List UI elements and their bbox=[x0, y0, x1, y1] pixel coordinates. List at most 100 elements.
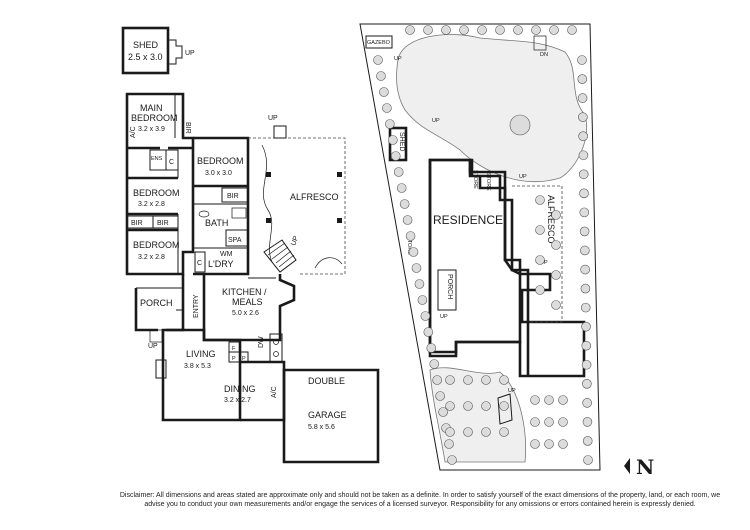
disclaimer-text: Disclaimer: All dimensions and areas sta… bbox=[119, 492, 721, 508]
tree-symbol bbox=[423, 327, 434, 337]
tree-symbol bbox=[578, 131, 588, 141]
tree-symbol bbox=[544, 417, 554, 427]
tree-symbol bbox=[385, 119, 395, 129]
tree-symbol bbox=[567, 25, 577, 35]
tree-symbol bbox=[544, 395, 554, 405]
wm-label: WM bbox=[220, 251, 233, 258]
tree-symbol bbox=[459, 25, 469, 35]
tree-symbol bbox=[445, 427, 455, 437]
tree-symbol bbox=[417, 295, 428, 305]
bir-b2-label: BIR bbox=[157, 220, 169, 227]
tree-symbol bbox=[408, 247, 419, 257]
tree-symbol bbox=[535, 255, 545, 265]
tree-symbol bbox=[582, 379, 592, 389]
tree-symbol bbox=[481, 375, 491, 385]
tree-symbol bbox=[373, 55, 383, 65]
tree-symbol bbox=[376, 71, 386, 81]
alfresco-up2-label: UP bbox=[290, 235, 300, 247]
bedroom-b-size: 3.2 x 2.8 bbox=[138, 201, 165, 208]
tree-symbol bbox=[579, 207, 590, 218]
tree-symbol bbox=[580, 283, 591, 294]
tree-symbol bbox=[382, 103, 392, 113]
alfresco-area: UP ALFRESCO UP bbox=[248, 115, 346, 275]
site-gazebo-label: GAZEBO bbox=[367, 40, 391, 46]
site-up6-label: UP bbox=[508, 388, 516, 394]
site-dn-label: DN bbox=[540, 52, 548, 58]
bedroom-wing: BIR MAIN BEDROOM 3.2 x 3.9 A/C ENS C BED… bbox=[125, 92, 195, 276]
tree-symbol bbox=[420, 311, 431, 321]
site-up1-label: UP bbox=[394, 56, 402, 62]
tree-symbol bbox=[580, 245, 590, 256]
ens-label: ENS bbox=[151, 156, 163, 162]
site-up5-label: UP bbox=[440, 314, 448, 320]
tree-symbol bbox=[463, 375, 473, 385]
tree-symbol bbox=[405, 231, 416, 241]
tree-symbol bbox=[578, 169, 589, 180]
tree-symbol bbox=[544, 439, 554, 449]
tree-symbol bbox=[582, 417, 593, 427]
kitchen-name-1: KITCHEN / bbox=[222, 287, 267, 297]
tree-symbol bbox=[481, 427, 491, 437]
tree-symbol bbox=[530, 439, 540, 449]
tree-symbol bbox=[558, 417, 568, 427]
tree-symbol bbox=[411, 263, 422, 273]
tree-symbol bbox=[558, 395, 568, 405]
tree-symbol bbox=[426, 343, 437, 353]
shed-room: SHED 2.5 x 3.0 UP bbox=[121, 26, 195, 75]
dining-ac-label: A/C bbox=[271, 386, 278, 398]
tree-symbol bbox=[513, 25, 523, 35]
tree-symbol bbox=[447, 455, 457, 465]
tree-symbol bbox=[577, 55, 587, 65]
tree-symbol bbox=[429, 359, 440, 369]
site-alfresco-label: ALFRESCO bbox=[546, 195, 556, 244]
tree-symbol bbox=[580, 264, 590, 275]
tree-symbol bbox=[438, 407, 448, 417]
tree-symbol bbox=[581, 340, 592, 351]
site-trees bbox=[373, 25, 593, 465]
kitchen-meals: KITCHEN / MEALS 5.0 x 2.6 DW bbox=[202, 274, 296, 363]
garage-name-2: GARAGE bbox=[308, 410, 347, 420]
tree-symbol bbox=[535, 195, 545, 205]
site-residence-label: RESIDENCE bbox=[433, 213, 503, 227]
bath-label: BATH bbox=[205, 218, 228, 228]
tree-symbol bbox=[551, 210, 561, 220]
spa-label: SPA bbox=[228, 237, 242, 244]
tree-symbol bbox=[441, 25, 451, 35]
main-bedroom-size: 3.2 x 3.9 bbox=[138, 126, 165, 133]
tree-symbol bbox=[583, 455, 593, 465]
p2-label: P bbox=[242, 356, 246, 362]
tree-symbol bbox=[558, 439, 568, 449]
tree-symbol bbox=[481, 401, 491, 411]
main-bir-label: BIR bbox=[184, 122, 191, 134]
kitchen-size: 5.0 x 2.6 bbox=[232, 310, 259, 317]
site-store3-label: STORE bbox=[406, 236, 412, 255]
main-bedroom-name-1: MAIN bbox=[140, 103, 163, 113]
porch-label: PORCH bbox=[140, 298, 173, 308]
tree-symbol bbox=[579, 188, 589, 199]
tree-symbol bbox=[551, 270, 561, 280]
tree-symbol bbox=[435, 391, 445, 401]
tree-symbol bbox=[581, 359, 592, 370]
main-ac-label: A/C bbox=[130, 126, 137, 138]
main-bedroom-name-2: BEDROOM bbox=[131, 113, 178, 123]
tree-symbol bbox=[581, 321, 591, 332]
porch-up-label: UP bbox=[148, 343, 158, 350]
north-arrow: N bbox=[624, 455, 654, 479]
tree-symbol bbox=[463, 401, 473, 411]
site-porch-label: PORCH bbox=[446, 274, 453, 299]
p1-label: P bbox=[232, 356, 236, 362]
bedroom-c-name: BEDROOM bbox=[133, 240, 180, 250]
tree-symbol bbox=[396, 183, 407, 193]
bedroom-a-name: BEDROOM bbox=[197, 156, 244, 166]
shed-name: SHED bbox=[133, 40, 159, 50]
tree-symbol bbox=[499, 427, 509, 437]
bir-b1-label: BIR bbox=[131, 220, 143, 227]
tree-symbol bbox=[432, 375, 443, 385]
tree-symbol bbox=[580, 302, 591, 313]
double-garage: DOUBLE GARAGE 5.8 x 5.6 bbox=[282, 368, 380, 464]
living-size: 3.8 x 5.3 bbox=[184, 363, 211, 370]
tree-symbol bbox=[551, 300, 561, 310]
c2-label: C bbox=[197, 260, 202, 267]
floor-plan: SHED 2.5 x 3.0 UP BIR MAIN BEDROOM 3.2 x… bbox=[121, 26, 380, 464]
